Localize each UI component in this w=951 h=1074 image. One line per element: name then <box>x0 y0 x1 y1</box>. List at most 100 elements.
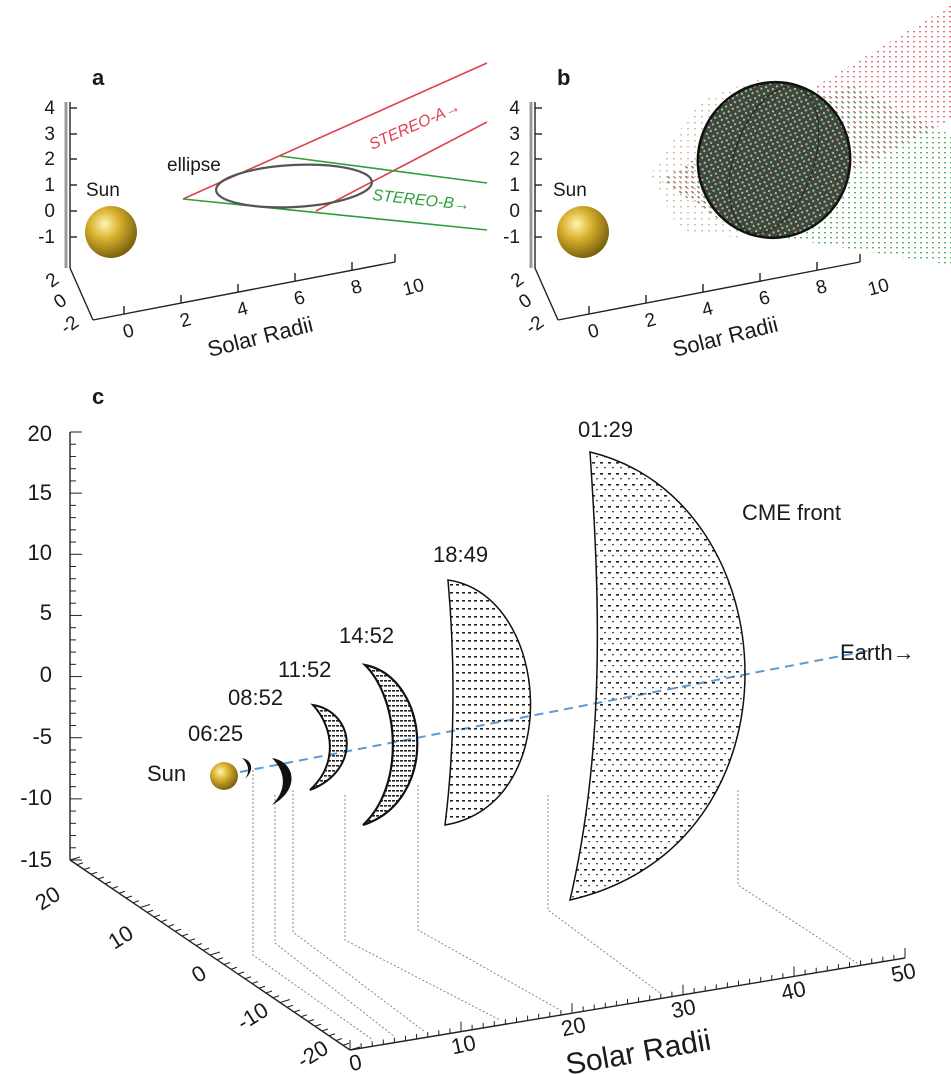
axis-tick <box>251 981 259 984</box>
panel-a-sun-label: Sun <box>86 180 120 201</box>
y-tick-label: 20 <box>31 881 65 915</box>
panel-a-y-tick-labels: 2 0 -2 <box>42 269 83 339</box>
axis-tick <box>272 995 280 999</box>
panel-c-projection-lines <box>252 770 861 1041</box>
panel-c-x-tick-labels: 0 10 20 30 40 50 <box>347 958 918 1074</box>
y-tick-label: -10 <box>232 997 272 1035</box>
x-tick-label: 8 <box>349 276 365 299</box>
axis-tick <box>342 1042 350 1046</box>
panel-a-label: a <box>92 65 105 90</box>
panel-a-z-tick-labels: 4 3 2 1 0 -1 <box>38 98 55 248</box>
x-tick-label: 10 <box>866 275 892 301</box>
axis-tick <box>139 904 151 908</box>
axis-tick <box>195 943 203 946</box>
x-tick-label: 0 <box>121 320 137 343</box>
z-tick-label: 4 <box>44 98 55 119</box>
z-tick-label: 1 <box>44 175 55 196</box>
axis-tick <box>237 971 245 975</box>
axis-tick <box>286 1004 294 1008</box>
x-tick-label: 4 <box>235 298 251 321</box>
x-tick-label: 30 <box>669 994 698 1024</box>
axis-tick <box>69 856 81 861</box>
axis-tick <box>314 1023 322 1027</box>
panel-b-ellipsoid-meridian <box>728 86 820 234</box>
axis-tick <box>111 886 119 889</box>
z-tick-label: -15 <box>20 847 52 872</box>
sun-icon <box>557 206 609 258</box>
panel-c-sun-label: Sun <box>147 761 186 786</box>
panel-b-x-axis-label: Solar Radii <box>670 312 780 362</box>
axis-tick <box>300 1014 308 1018</box>
z-tick-label: 5 <box>40 600 52 625</box>
y-tick-label: 0 <box>50 290 71 313</box>
panel-b-y-tick-labels: 2 0 -2 <box>507 269 548 339</box>
front-time-label: 08:52 <box>228 685 283 710</box>
y-tick-label: 0 <box>515 290 536 313</box>
y-tick-label: -2 <box>57 312 83 339</box>
axis-tick <box>202 947 210 951</box>
axis-tick <box>244 976 252 980</box>
x-tick-label: 0 <box>586 320 602 343</box>
axis-tick <box>349 1046 361 1051</box>
x-tick-label: 6 <box>292 287 308 310</box>
axis-tick <box>174 928 182 932</box>
x-tick-label: 2 <box>643 309 659 332</box>
panel-b-label: b <box>557 65 570 90</box>
x-tick-label: 40 <box>779 976 808 1006</box>
z-tick-label: 0 <box>40 662 52 687</box>
x-tick-label: 20 <box>559 1012 588 1042</box>
panel-c-cme-front-label: CME front <box>742 500 841 525</box>
panel-a-ellipse <box>214 163 374 209</box>
axis-tick <box>279 999 291 1003</box>
panel-a-axes <box>64 102 396 321</box>
axis-tick <box>104 881 112 885</box>
z-tick-label: 15 <box>28 480 52 505</box>
panel-a-stereo-b-lines <box>182 155 488 231</box>
z-tick-label: -5 <box>32 724 52 749</box>
axis-tick <box>90 871 98 875</box>
axis-tick <box>293 1009 301 1013</box>
cme-front-0852 <box>272 758 292 805</box>
z-tick-label: 4 <box>509 98 520 119</box>
panel-c-z-tick-labels: 20 15 10 5 0 -5 -10 -15 <box>20 421 52 872</box>
panel-a-stereo-a-lines <box>182 62 488 212</box>
z-tick-label: 0 <box>44 201 55 222</box>
z-tick-label: -1 <box>38 227 55 248</box>
panel-a-stereo-a-label: STEREO-A→ <box>367 98 463 153</box>
panel-a-ellipse-label: ellipse <box>167 155 221 176</box>
axis-tick <box>181 933 189 937</box>
axis-tick <box>335 1038 343 1041</box>
panel-b: b 4 3 2 1 0 -1 2 0 <box>503 5 951 362</box>
cme-front-1152 <box>309 703 348 791</box>
panel-c-minor-ticks <box>69 431 906 1051</box>
z-tick-label: 3 <box>44 124 55 145</box>
x-tick-label: 50 <box>889 958 918 988</box>
axis-tick <box>97 876 105 880</box>
axis-tick <box>230 966 238 970</box>
y-tick-label: 2 <box>507 269 528 292</box>
axis-tick <box>146 909 154 913</box>
panel-a-x-axis-label: Solar Radii <box>205 312 315 362</box>
panel-a-stereo-b-label: STEREO-B→ <box>372 187 471 214</box>
cme-front-0625 <box>242 758 252 779</box>
x-tick-label: 8 <box>814 276 830 299</box>
axis-tick <box>328 1033 336 1037</box>
z-tick-label: -10 <box>20 785 52 810</box>
z-tick-label: 2 <box>44 149 55 170</box>
panel-c-label: c <box>92 384 104 409</box>
axis-tick <box>153 914 161 918</box>
x-tick-label: 6 <box>757 287 773 310</box>
axis-tick <box>83 867 91 870</box>
z-tick-label: 0 <box>509 201 520 222</box>
axis-tick <box>265 990 273 994</box>
panel-c-earth-label: Earth→ <box>840 640 915 665</box>
x-tick-label: 4 <box>700 298 716 321</box>
x-tick-label: 0 <box>347 1049 364 1074</box>
cme-front-1849 <box>444 579 532 826</box>
panel-c-front-time-labels: 06:25 08:52 11:52 14:52 18:49 01:29 <box>188 417 633 746</box>
z-tick-label: 2 <box>509 149 520 170</box>
panel-a: a 4 3 2 1 0 -1 2 0 -2 <box>38 62 488 362</box>
x-tick-label: 10 <box>449 1030 478 1060</box>
axis-tick <box>321 1028 329 1032</box>
